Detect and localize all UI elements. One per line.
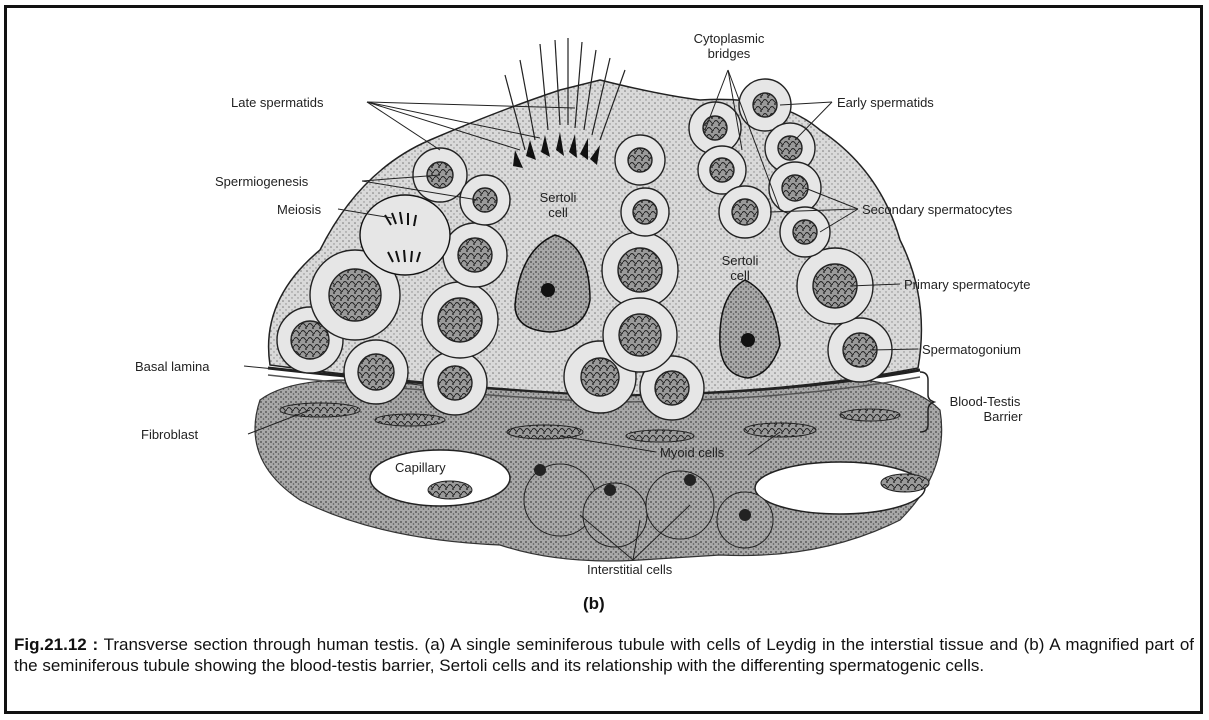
sertoli-right-line1: Sertoli [722,253,759,268]
blood-testis-line1: Blood-Testis [950,394,1021,409]
figure-caption: Fig.21.12 : Transverse section through h… [14,634,1194,676]
label-capillary: Capillary [395,460,446,475]
cytoplasmic-bridges-line1: Cytoplasmic [694,31,765,46]
sertoli-left-line2: cell [548,205,568,220]
sertoli-left-line1: Sertoli [540,190,577,205]
label-spermatogonium: Spermatogonium [922,342,1021,357]
label-late-spermatids: Late spermatids [231,95,324,110]
label-meiosis: Meiosis [277,202,321,217]
label-spermiogenesis: Spermiogenesis [215,174,308,189]
label-sertoli-cell-left: Sertoli cell [528,190,588,220]
testis-illustration [0,0,1209,600]
label-myoid-cells: Myoid cells [660,445,724,460]
panel-label: (b) [583,594,605,614]
meiosis-figure [360,195,450,275]
label-interstitial-cells: Interstitial cells [587,562,672,577]
label-sertoli-cell-right: Sertoli cell [710,253,770,283]
label-cytoplasmic-bridges: Cytoplasmic bridges [672,31,786,61]
label-secondary-spermatocytes: Secondary spermatocytes [862,202,1012,217]
label-fibroblast: Fibroblast [141,427,198,442]
cytoplasmic-bridges-line2: bridges [708,46,751,61]
label-blood-testis-barrier: Blood-Testis Barrier [930,394,1040,424]
blood-testis-line2: Barrier [947,409,1022,424]
label-early-spermatids: Early spermatids [837,95,934,110]
sertoli-right-line2: cell [730,268,750,283]
figure-reference: Fig.21.12 : [14,635,98,654]
label-primary-spermatocyte: Primary spermatocyte [904,277,1030,292]
label-basal-lamina: Basal lamina [135,359,209,374]
caption-text: Transverse section through human testis.… [14,635,1194,675]
